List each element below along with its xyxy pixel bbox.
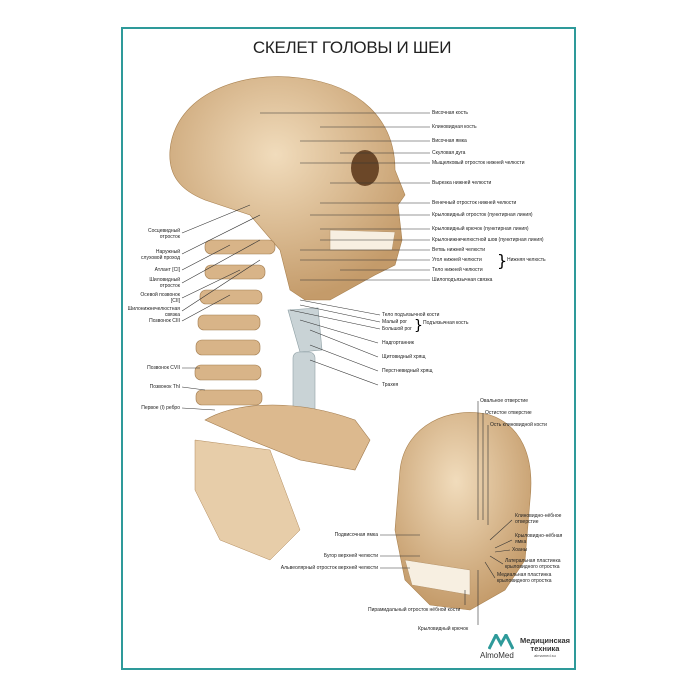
- label-vertebra-c3: Позвонок CIII: [149, 318, 180, 324]
- poster-frame: [121, 27, 576, 670]
- label-first-rib: Первое (I) ребро: [141, 405, 180, 411]
- label-axis: Осевой позвонок [CII]: [140, 292, 180, 304]
- label-trachea: Трахея: [382, 382, 399, 388]
- label-sphenoid-bone: Клиновидная кость: [432, 124, 477, 130]
- label-lesser-horn: Малый рог: [382, 319, 408, 325]
- label-pterygoid-hamulus: Крыловидный крючок (пунктирная линия): [432, 226, 529, 232]
- logo-site: almamed.su: [534, 653, 556, 658]
- label-mandibular-notch: Вырезка нижней челюсти: [432, 180, 492, 186]
- label-pterygopalatine-fossa: Крыловидно-нёбная ямка: [515, 533, 563, 545]
- label-coronoid-process: Венечный отросток нижней челюсти: [432, 200, 517, 206]
- label-hyoid-group: Подъязычная кость: [423, 320, 469, 326]
- label-sphenoid-spine: Ость клиновидной кости: [490, 422, 547, 428]
- leader-lines: [181, 112, 513, 625]
- clavicle-rib: [204, 404, 371, 471]
- cervical-spine: [194, 239, 276, 406]
- label-cricoid-cartilage: Перстневидный хрящ: [382, 368, 433, 374]
- label-external-acoustic-meatus: Наружный слуховой проход: [141, 249, 180, 261]
- label-mandible-ramus: Ветвь нижней челюсти: [432, 247, 485, 253]
- label-mandible-angle: Угол нижней челюсти: [432, 257, 482, 263]
- label-epiglottis: Надгортанник: [382, 340, 414, 346]
- label-stylohyoid-ligament: Шилоподъязычная связка: [432, 277, 493, 283]
- label-mandible-body: Тело нижней челюсти: [432, 267, 483, 273]
- label-pterygoid-process: Крыловидный отросток (пунктирная линия): [432, 212, 533, 218]
- label-zygomatic-arch: Скуловая дуга: [432, 150, 466, 156]
- label-hyoid-body: Тело подъязычной кости: [382, 312, 440, 318]
- label-temporal-fossa: Височная ямка: [432, 138, 467, 144]
- lower-skull: [394, 412, 532, 611]
- main-skull: [169, 76, 406, 301]
- label-infratemporal-fossa: Подвисочная ямка: [334, 532, 378, 538]
- label-mastoid-process: Сосцевидный отросток: [148, 228, 180, 240]
- label-choanae: Хоаны: [512, 547, 528, 553]
- mandible-brace: }: [497, 251, 507, 270]
- hyoid-brace: }: [414, 318, 423, 334]
- almomed-logo-icon: [488, 634, 514, 650]
- label-foramen-ovale: Овальное отверстие: [480, 398, 528, 404]
- logo-brand: AlmoMed: [480, 651, 514, 660]
- orbit: [351, 150, 379, 186]
- label-greater-horn: Большой рог: [382, 326, 412, 332]
- label-mandible-group: Нижняя челюсть: [507, 257, 546, 263]
- label-atlas: Атлант [CI]: [154, 267, 180, 273]
- label-maxillary-tuberosity: Бугор верхней челюсти: [323, 553, 378, 559]
- label-styloid-process: Шиловидный отросток: [149, 277, 180, 289]
- scapula-shoulder: [194, 439, 301, 561]
- upper-teeth: [404, 559, 471, 596]
- label-pyramidal-process: Пирамидальный отросток нёбной кости: [368, 607, 461, 613]
- label-vertebra-c7: Позвонок CVII: [147, 365, 180, 371]
- label-lateral-plate: Латеральная пластинка крыловидного отрос…: [505, 558, 561, 570]
- poster-title: СКЕЛЕТ ГОЛОВЫ И ШЕИ: [252, 38, 452, 57]
- label-alveolar-process: Альвеолярный отросток верхней челюсти: [280, 565, 378, 571]
- label-temporal-bone: Височная кость: [432, 110, 469, 116]
- label-pterygomandibular-raphe: Крылонижнечелюстной шов (пунктирная лини…: [432, 237, 544, 243]
- label-thyroid-cartilage: Щитовидный хрящ: [382, 354, 426, 360]
- label-pterygoid-hamulus-2: Крыловидный крючок: [418, 626, 469, 632]
- logo-line1: Медицинская: [520, 636, 571, 645]
- label-foramen-spinosum: Остистое отверстие: [485, 410, 532, 416]
- label-medial-plate: Медиальная пластинка крыловидного отрост…: [497, 572, 552, 584]
- logo-line2: техника: [530, 644, 560, 653]
- label-stylomandibular-ligament: Шилонижнечелюстная связка: [127, 306, 180, 318]
- label-vertebra-th1: Позвонок ThI: [149, 384, 180, 390]
- label-condylar-process: Мыщелковый отросток нижней челюсти: [432, 160, 525, 166]
- label-sphenopalatine-foramen: Клиновидно-нёбное отверстие: [515, 513, 562, 525]
